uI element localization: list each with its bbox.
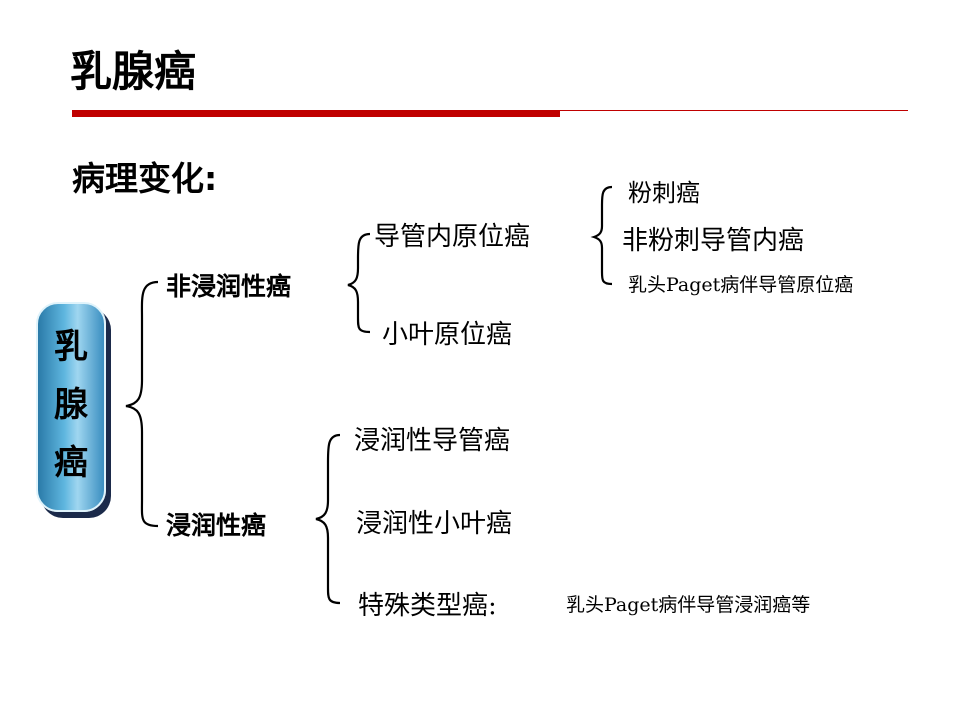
node-lobular-in-situ: 小叶原位癌 — [382, 320, 513, 350]
root-node-box — [36, 302, 106, 512]
node-non-comedo: 非粉刺导管内癌 — [622, 226, 805, 256]
root-node-label: 乳 腺 癌 — [54, 327, 88, 483]
node-invasive-lobular: 浸润性小叶癌 — [356, 509, 513, 539]
title-underline-thick — [72, 110, 560, 117]
title-underline-thin — [560, 110, 908, 111]
brace-invasive — [315, 433, 341, 605]
brace-root — [125, 280, 159, 528]
node-comedo: 粉刺癌 — [628, 179, 700, 207]
node-invasive-ductal: 浸润性导管癌 — [354, 426, 511, 456]
brace-non-invasive — [347, 232, 371, 334]
node-paget-in-situ: 乳头Paget病伴导管原位癌 — [628, 274, 854, 296]
brace-ductal — [590, 185, 613, 286]
node-special-note: 乳头Paget病伴导管浸润癌等 — [566, 594, 811, 616]
node-special-type: 特殊类型癌: — [358, 591, 497, 621]
section-heading: 病理变化: — [72, 159, 218, 198]
node-ductal-in-situ: 导管内原位癌 — [374, 222, 531, 252]
node-invasive: 浸润性癌 — [166, 511, 267, 540]
node-non-invasive: 非浸润性癌 — [166, 272, 292, 301]
page-title: 乳腺癌 — [70, 47, 197, 96]
